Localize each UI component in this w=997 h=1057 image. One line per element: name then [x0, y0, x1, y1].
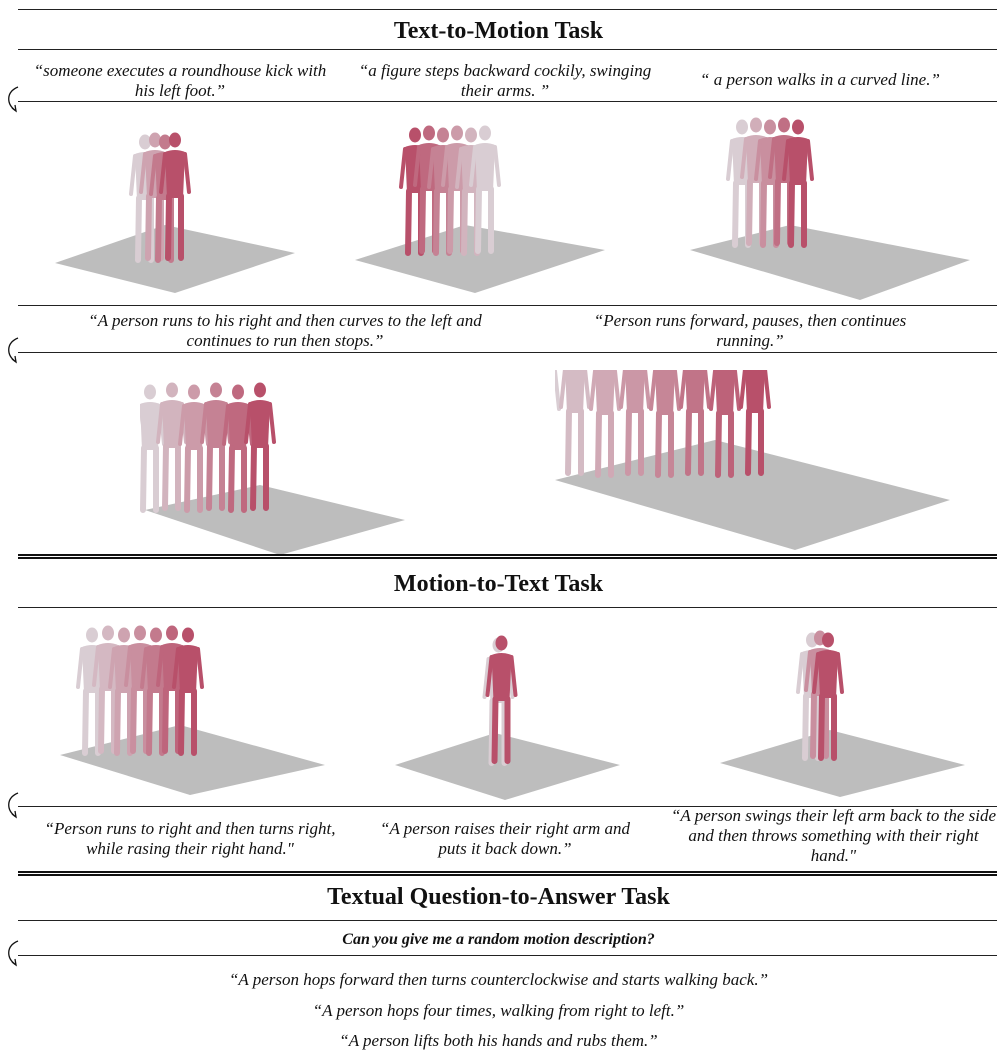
human-figure	[782, 119, 814, 248]
qa-title-rule	[18, 920, 997, 921]
motion-render-run-turn-raise	[60, 625, 325, 795]
human-figure	[172, 627, 204, 756]
t2m-title: Text-to-Motion Task	[393, 18, 604, 44]
t2m-caption-2: “a figure steps backward cockily, swingi…	[358, 61, 652, 100]
human-figure	[140, 627, 172, 756]
t2m-caption-4: “A person runs to his right and then cur…	[88, 311, 482, 350]
motion-render-swing-throw	[720, 630, 965, 797]
human-figure	[469, 125, 501, 254]
human-figure	[619, 370, 651, 476]
human-figure	[589, 370, 621, 478]
t2m-title-rule	[18, 49, 997, 50]
qa-question: Can you give me a random motion descript…	[342, 931, 655, 948]
motion-render-raise-arm	[395, 635, 620, 800]
curved-arrow-icon	[8, 940, 19, 967]
curved-arrow-icon	[8, 792, 19, 819]
motion-render-curved-walk	[690, 117, 970, 300]
top-rule	[18, 9, 997, 10]
t2m-caption-rule-1	[18, 101, 997, 102]
qa-answer-1: “A person hops forward then turns counte…	[228, 970, 769, 989]
human-figure	[244, 382, 276, 511]
motion-render-roundhouse-kick	[55, 132, 295, 293]
qa-question-rule	[18, 955, 997, 956]
human-figure	[649, 370, 681, 478]
m2t-caption-1: “Person runs to right and then turns rig…	[44, 819, 336, 858]
human-figure	[709, 370, 741, 478]
t2m-row2-rule-top	[18, 305, 997, 306]
human-figure	[559, 370, 591, 476]
m2t-title: Motion-to-Text Task	[393, 571, 604, 597]
human-figure	[679, 370, 711, 476]
motion-render-run-curve-stop	[140, 382, 405, 555]
curved-arrow-icon	[8, 337, 19, 364]
t2m-caption-3: “ a person walks in a curved line.”	[700, 70, 940, 89]
human-figure	[159, 132, 191, 261]
human-figure	[739, 370, 771, 476]
qa-answer-3: “A person lifts both his hands and rubs …	[339, 1031, 658, 1050]
human-figure	[222, 384, 254, 513]
t2m-caption-rule-2	[18, 352, 997, 353]
human-figure	[178, 384, 210, 513]
human-figure	[156, 382, 188, 511]
m2t-caption-3: “A person swings their left arm back to …	[670, 806, 997, 865]
human-figure	[200, 382, 232, 511]
motion-render-steps-backward	[355, 125, 605, 293]
motion-render-run-pause-run	[555, 370, 950, 550]
human-figure	[812, 632, 844, 761]
qa-title: Textual Question-to-Answer Task	[327, 884, 670, 910]
human-figure	[140, 384, 166, 513]
m2t-caption-rule	[18, 806, 997, 807]
section-divider	[18, 871, 997, 876]
qa-answer-2: “A person hops four times, walking from …	[312, 1001, 685, 1020]
t2m-caption-1: “someone executes a roundhouse kick with…	[33, 61, 327, 100]
human-figure	[485, 635, 518, 764]
m2t-title-rule	[18, 607, 997, 608]
curved-arrow-icon	[8, 86, 19, 113]
human-figure	[555, 370, 561, 411]
m2t-caption-2: “A person raises their right arm and put…	[380, 819, 630, 858]
t2m-caption-5: “Person runs forward, pauses, then conti…	[593, 311, 907, 350]
section-divider	[18, 554, 997, 559]
